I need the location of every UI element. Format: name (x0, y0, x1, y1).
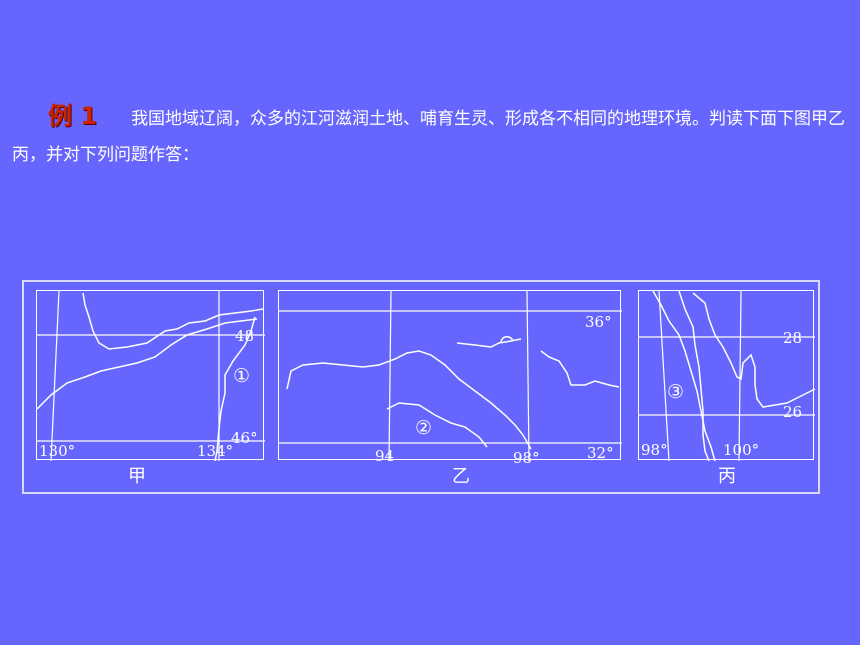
map-yi-lines (279, 290, 622, 462)
lon-label-134: 134° (197, 442, 234, 460)
question-body: 我国地域辽阔，众多的江河滋润土地、哺育生灵、形成各不相同的地理环境。判读下面下图… (12, 109, 846, 165)
marker-2: ② (415, 417, 433, 439)
lat-label-48: 48 (235, 327, 255, 345)
lat-label-26: 26 (783, 403, 803, 421)
river-lancang (678, 290, 710, 462)
lat-label-46: 46° (231, 429, 258, 447)
caption-jia: 甲 (128, 466, 146, 487)
marker-1: ① (233, 365, 251, 387)
lon-line-98 (658, 290, 670, 462)
marker-3: ③ (667, 381, 685, 403)
caption-bing: 丙 (718, 466, 736, 487)
map-jia-lines (36, 290, 265, 462)
lat-label-32: 32° (587, 444, 614, 462)
lon-label-98: 98° (513, 449, 540, 467)
lon-line-100 (738, 290, 742, 462)
maps-panel: 48 46° 130° 134° ① 甲 36° 32° 94 98° ② 乙 (22, 280, 820, 494)
lat-label-36: 36° (585, 313, 612, 331)
river-songhua (36, 318, 258, 410)
example-label: 例 1 (48, 102, 98, 130)
map-jia: 48 46° 130° 134° ① (36, 290, 265, 462)
river-heilongjiang (82, 292, 264, 350)
lon-label-100: 100° (723, 441, 760, 459)
lat-label-28: 28 (783, 329, 803, 347)
caption-yi: 乙 (452, 466, 470, 487)
lon-label-98: 98° (641, 441, 668, 459)
lon-label-94: 94 (375, 447, 395, 465)
map-bing-lines (639, 290, 816, 462)
lon-label-130: 130° (39, 442, 76, 460)
lon-line-94 (388, 290, 392, 462)
river-yellow-source (456, 336, 620, 388)
river-nujiang (652, 290, 716, 462)
river-tongtian (286, 350, 532, 450)
river-yalong (386, 402, 488, 448)
river-jinsha (692, 292, 816, 408)
lon-line-130 (50, 290, 60, 462)
river-wusuli (214, 316, 256, 462)
map-bing: 28 26 98° 100° ③ (638, 290, 816, 462)
map-yi: 36° 32° 94 98° ② (278, 290, 622, 467)
lon-line-98 (526, 290, 530, 462)
